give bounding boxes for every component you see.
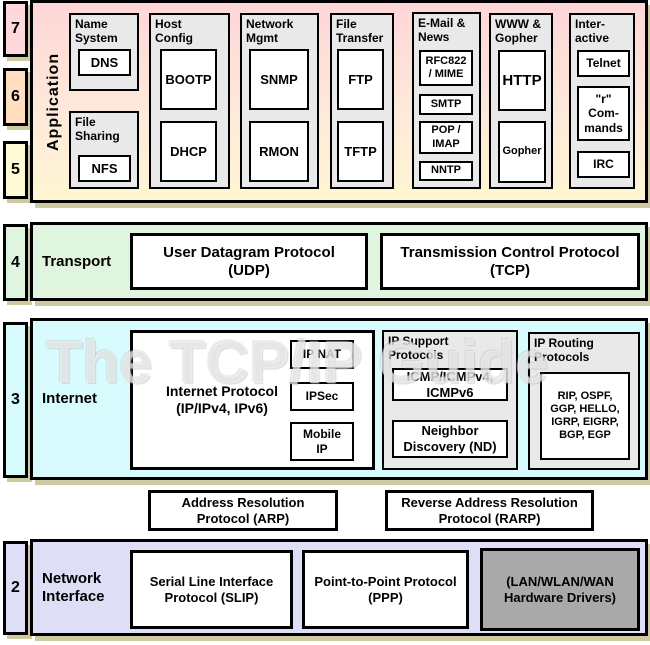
- protocol-dns: DNS: [78, 49, 131, 76]
- protocol-gopher: Gopher: [498, 121, 546, 183]
- group-ip-routing-label: IP Routing Protocols: [534, 336, 594, 365]
- protocol-pop-imap: POP / IMAP: [419, 121, 473, 154]
- layer-number-7: 7: [3, 1, 28, 57]
- layer-number-6: 6: [3, 68, 28, 126]
- protocol-rmon: RMON: [249, 121, 309, 182]
- group-www-gopher: WWW & Gopher HTTP Gopher: [489, 13, 553, 189]
- group-interactive-label: Inter- active: [575, 17, 610, 46]
- protocol-ppp: Point-to-Point Protocol (PPP): [302, 550, 469, 629]
- protocol-irc: IRC: [577, 151, 630, 178]
- protocol-routing-list: RIP, OSPF, GGP, HELLO, IGRP, EIGRP, BGP,…: [540, 372, 630, 460]
- application-layer-block: Application Name System DNS File Sharing…: [30, 0, 648, 203]
- protocol-snmp: SNMP: [249, 49, 309, 110]
- layer-number-2-label: 2: [11, 579, 20, 596]
- layer-number-2: 2: [3, 541, 28, 635]
- network-interface-layer-label: Network Interface: [42, 569, 105, 605]
- protocol-ip-nat: IP NAT: [290, 340, 354, 369]
- group-email-news-label: E-Mail & News: [418, 16, 466, 45]
- protocol-telnet: Telnet: [577, 50, 630, 77]
- group-host-config-label: Host Config: [155, 17, 193, 46]
- protocol-nfs: NFS: [78, 155, 131, 182]
- application-layer-label: Application: [45, 52, 62, 151]
- protocol-smtp: SMTP: [419, 94, 473, 115]
- protocol-ipsec: IPSec: [290, 382, 354, 411]
- layer-number-4-label: 4: [11, 253, 20, 271]
- group-file-sharing-label: File Sharing: [75, 115, 120, 144]
- layer-number-6-label: 6: [11, 88, 20, 105]
- transport-layer-block: Transport User Datagram Protocol (UDP) T…: [30, 222, 648, 301]
- layer-number-4: 4: [3, 224, 28, 301]
- group-www-gopher-label: WWW & Gopher: [495, 17, 541, 46]
- group-file-transfer-label: File Transfer: [336, 17, 384, 46]
- layer-number-5-label: 5: [11, 161, 20, 178]
- layer-number-3-label: 3: [11, 391, 20, 408]
- group-name-system-label: Name System: [75, 17, 118, 46]
- internet-layer-label: Internet: [42, 390, 98, 407]
- layer-number-5: 5: [3, 141, 28, 199]
- group-network-mgmt: Network Mgmt SNMP RMON: [240, 13, 319, 189]
- layer-number-7-label: 7: [11, 20, 20, 37]
- protocol-tftp: TFTP: [337, 121, 384, 182]
- hardware-drivers-box: (LAN/WLAN/WAN Hardware Drivers): [480, 548, 640, 631]
- protocol-tcp: Transmission Control Protocol (TCP): [380, 233, 640, 290]
- group-host-config: Host Config BOOTP DHCP: [149, 13, 230, 189]
- group-file-transfer: File Transfer FTP TFTP: [330, 13, 394, 189]
- protocol-ip-box: Internet Protocol (IP/IPv4, IPv6) IP NAT…: [130, 330, 375, 470]
- protocol-ip-label: Internet Protocol (IP/IPv4, IPv6): [165, 383, 278, 416]
- protocol-nntp: NNTP: [419, 161, 473, 181]
- group-ip-support: IP Support Protocols ICMP/ICMPv4, ICMPv6…: [382, 330, 518, 470]
- protocol-http: HTTP: [498, 50, 546, 111]
- protocol-icmp: ICMP/ICMPv4, ICMPv6: [392, 368, 508, 401]
- group-ip-support-label: IP Support Protocols: [388, 334, 449, 363]
- protocol-r-commands: "r" Com- mands: [577, 86, 630, 141]
- group-email-news: E-Mail & News RFC822 / MIME SMTP POP / I…: [412, 12, 481, 189]
- protocol-arp: Address Resolution Protocol (ARP): [148, 490, 338, 531]
- protocol-ftp: FTP: [337, 49, 384, 110]
- group-name-system: Name System DNS: [69, 13, 139, 91]
- internet-layer-block: Internet Internet Protocol (IP/IPv4, IPv…: [30, 318, 648, 480]
- layer-number-3: 3: [3, 322, 28, 478]
- protocol-dhcp: DHCP: [160, 121, 217, 182]
- network-interface-layer-block: Network Interface Serial Line Interface …: [30, 539, 648, 636]
- protocol-slip: Serial Line Interface Protocol (SLIP): [130, 550, 293, 629]
- group-interactive: Inter- active Telnet "r" Com- mands IRC: [569, 13, 635, 189]
- group-file-sharing: File Sharing NFS: [69, 111, 139, 189]
- protocol-mobile-ip: Mobile IP: [290, 422, 354, 461]
- protocol-rarp: Reverse Address Resolution Protocol (RAR…: [385, 490, 594, 531]
- protocol-udp: User Datagram Protocol (UDP): [130, 233, 368, 290]
- group-network-mgmt-label: Network Mgmt: [246, 17, 294, 46]
- protocol-rfc822-mime: RFC822 / MIME: [419, 50, 473, 86]
- transport-layer-label: Transport: [42, 252, 112, 270]
- group-ip-routing: IP Routing Protocols RIP, OSPF, GGP, HEL…: [528, 332, 640, 470]
- protocol-neighbor-discovery: Neighbor Discovery (ND): [392, 420, 508, 458]
- protocol-bootp: BOOTP: [160, 49, 217, 110]
